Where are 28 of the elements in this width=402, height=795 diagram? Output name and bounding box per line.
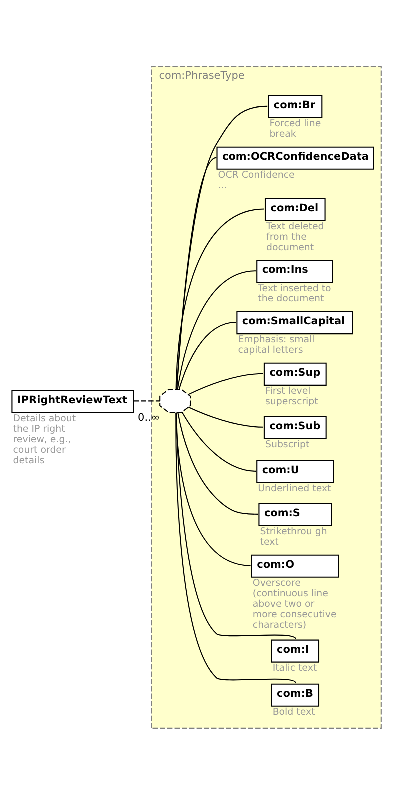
- connector: [176, 106, 268, 390]
- node-label: Forced line break: [270, 118, 322, 140]
- connector: [176, 157, 218, 390]
- node-label: Overscore (continuous line above two or more consecutive characters): [252, 578, 337, 631]
- node-label: Details about the IP right review, e.g., court order details: [13, 413, 76, 466]
- connector: [178, 412, 258, 515]
- node-label: Emphasis: small capital letters: [238, 334, 315, 356]
- node-label: Subscript: [266, 440, 310, 451]
- connector: [188, 406, 264, 428]
- connector: [178, 322, 236, 390]
- connector: [176, 413, 251, 566]
- node-label: Strikethrou gh text: [260, 526, 328, 548]
- node-label: Text deleted from the document: [266, 221, 324, 254]
- node-label: Underlined text: [258, 484, 332, 495]
- node-label: Text inserted to the document: [258, 283, 332, 305]
- node-octagon: [160, 389, 192, 414]
- connector: [177, 270, 256, 390]
- node-label: First level superscript: [266, 386, 318, 408]
- connector: [176, 412, 296, 684]
- connector: [134, 400, 160, 402]
- connector: [176, 412, 296, 640]
- node-label: Bold text: [272, 706, 316, 718]
- connector: [182, 412, 256, 472]
- node-label: 0..∞: [138, 412, 160, 424]
- connector: [188, 373, 264, 396]
- node-label: OCR Confidence ...: [218, 170, 295, 192]
- node-label: Italic text: [272, 662, 318, 674]
- connector: [176, 208, 265, 390]
